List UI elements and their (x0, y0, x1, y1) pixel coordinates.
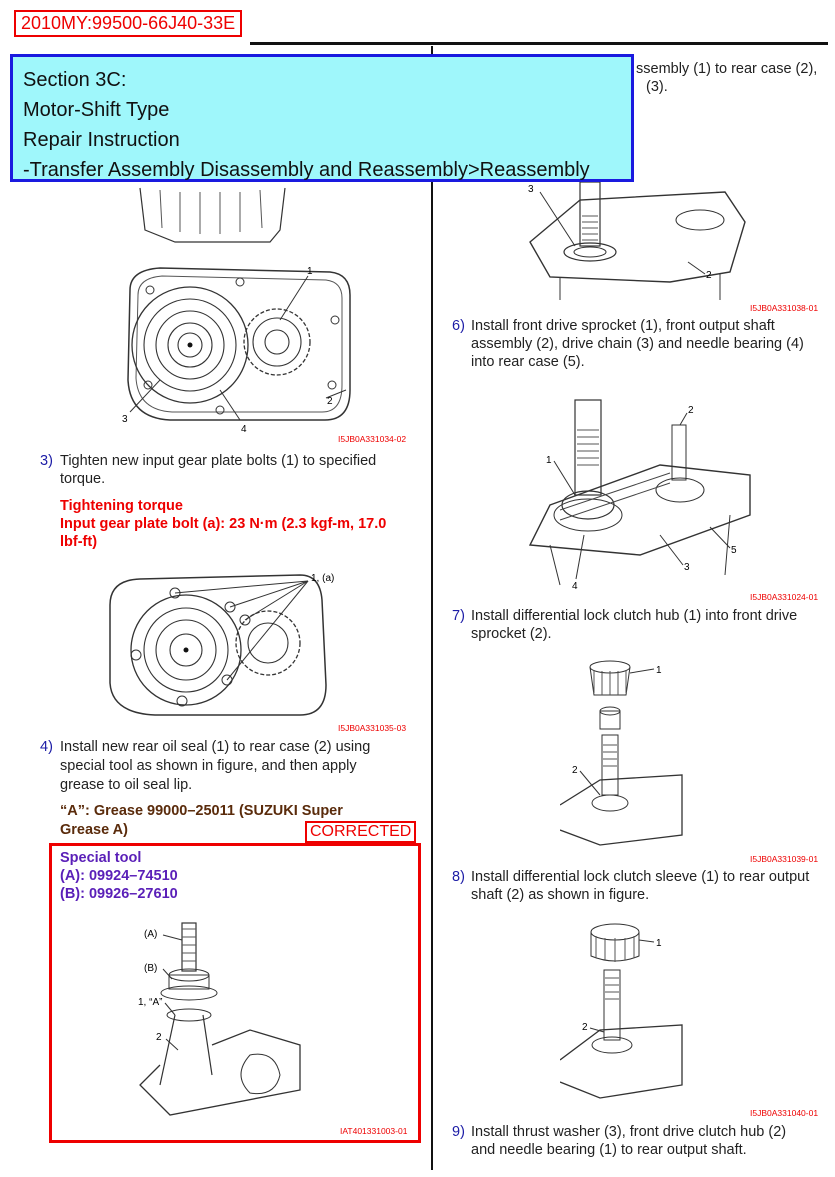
fig1-label-1: 1 (307, 266, 313, 277)
figure-gear-plate: 1 2 3 4 (122, 187, 351, 435)
fig1-label-2: 2 (327, 396, 333, 407)
rfig2-code: I5JB0A331024-01 (750, 592, 819, 602)
special-tool-box (49, 843, 421, 1143)
torque-line2: lbf-ft) (60, 534, 98, 550)
figure-special-tool: (A) (B) 1, “A” 2 (138, 922, 301, 1116)
step4-number: 4) (40, 739, 53, 755)
column-divider (431, 46, 433, 1170)
rfig1-label-3: 3 (528, 184, 534, 195)
special-tool-b: (B): 09926–27610 (60, 886, 178, 902)
rfig2-label-2: 2 (688, 405, 694, 416)
fig3-label-1a: 1, “A” (138, 997, 162, 1008)
figure-diff-lock-sleeve: 1 2 (560, 923, 683, 1099)
rfig2-label-4: 4 (572, 581, 578, 592)
step8-number: 8) (452, 869, 465, 885)
header-rule (250, 42, 828, 45)
figure-rear-case: 3 2 (528, 182, 746, 300)
rfig1-code: I5JB0A331038-01 (750, 303, 819, 313)
right-top-line2: (3). (646, 79, 668, 95)
figure-front-drive-sprocket: 2 1 5 3 4 (528, 399, 751, 592)
right-top-line1: ssembly (1) to rear case (2), (636, 61, 818, 77)
section-banner: Section 3C: Motor-Shift Type Repair Inst… (10, 54, 634, 182)
step6-line1: Install front drive sprocket (1), front … (471, 318, 775, 334)
section-line1: Section 3C: (23, 69, 127, 91)
grease-line2: Grease A) (60, 822, 128, 838)
fig3-code: IAT401331003-01 (340, 1126, 408, 1136)
special-tool-a: (A): 09924–74510 (60, 868, 178, 884)
step9-line2: and needle bearing (1) to rear output sh… (471, 1142, 747, 1158)
step8-line1: Install differential lock clutch sleeve … (471, 869, 810, 885)
section-line2: Motor-Shift Type (23, 99, 170, 121)
fig1-label-4: 4 (241, 424, 247, 435)
step7-number: 7) (452, 608, 465, 624)
figure-gear-plate-bolts: 1, (a) (109, 573, 334, 716)
step7-line1: Install differential lock clutch hub (1)… (471, 608, 798, 624)
step9-number: 9) (452, 1124, 465, 1140)
rfig4-label-2: 2 (582, 1022, 588, 1033)
step6-line3: into rear case (5). (471, 354, 585, 370)
torque-title: Tightening torque (60, 498, 183, 514)
fig3-label-2: 2 (156, 1032, 162, 1043)
rfig4-label-1: 1 (656, 938, 662, 949)
fig3-label-b: (B) (144, 963, 157, 974)
fig2-label: 1, (a) (311, 573, 334, 584)
rfig3-code: I5JB0A331039-01 (750, 854, 819, 864)
special-tool-title: Special tool (60, 850, 142, 866)
figure-diff-lock-hub: 1 2 (560, 660, 683, 846)
rfig4-code: I5JB0A331040-01 (750, 1108, 819, 1118)
step4-line2: special tool as shown in figure, and the… (60, 758, 357, 774)
step8-line2: shaft (2) as shown in figure. (471, 887, 650, 903)
section-line3: Repair Instruction (23, 129, 180, 151)
corrected-stamp: CORRECTED (305, 821, 417, 843)
rfig3-label-2: 2 (572, 765, 578, 776)
step7-line2: sprocket (2). (471, 626, 552, 642)
fig3-label-a: (A) (144, 929, 157, 940)
rfig2-label-5: 5 (731, 545, 737, 556)
torque-line1: Input gear plate bolt (a): 23 N·m (2.3 k… (60, 516, 387, 532)
step6-number: 6) (452, 318, 465, 334)
step4-line3: grease to oil seal lip. (60, 777, 193, 793)
fig1-code: I5JB0A331034-02 (338, 434, 407, 444)
step4-line1: Install new rear oil seal (1) to rear ca… (60, 739, 371, 755)
step3-line1: Tighten new input gear plate bolts (1) t… (60, 453, 377, 469)
rfig1-label-2: 2 (706, 270, 712, 281)
step6-line2: assembly (2), drive chain (3) and needle… (471, 336, 804, 352)
document-id: 2010MY:99500-66J40-33E (14, 10, 243, 37)
fig2-code: I5JB0A331035-03 (338, 723, 407, 733)
step3-number: 3) (40, 453, 53, 469)
rfig2-label-3: 3 (684, 562, 690, 573)
step3-line2: torque. (60, 471, 106, 487)
section-line4: -Transfer Assembly Disassembly and Reass… (23, 159, 590, 181)
rfig2-label-1: 1 (546, 455, 552, 466)
rfig3-label-1: 1 (656, 665, 662, 676)
fig1-label-3: 3 (122, 414, 128, 425)
step9-line1: Install thrust washer (3), front drive c… (471, 1124, 787, 1140)
grease-line1: “A”: Grease 99000–25011 (SUZUKI Super (60, 803, 343, 819)
